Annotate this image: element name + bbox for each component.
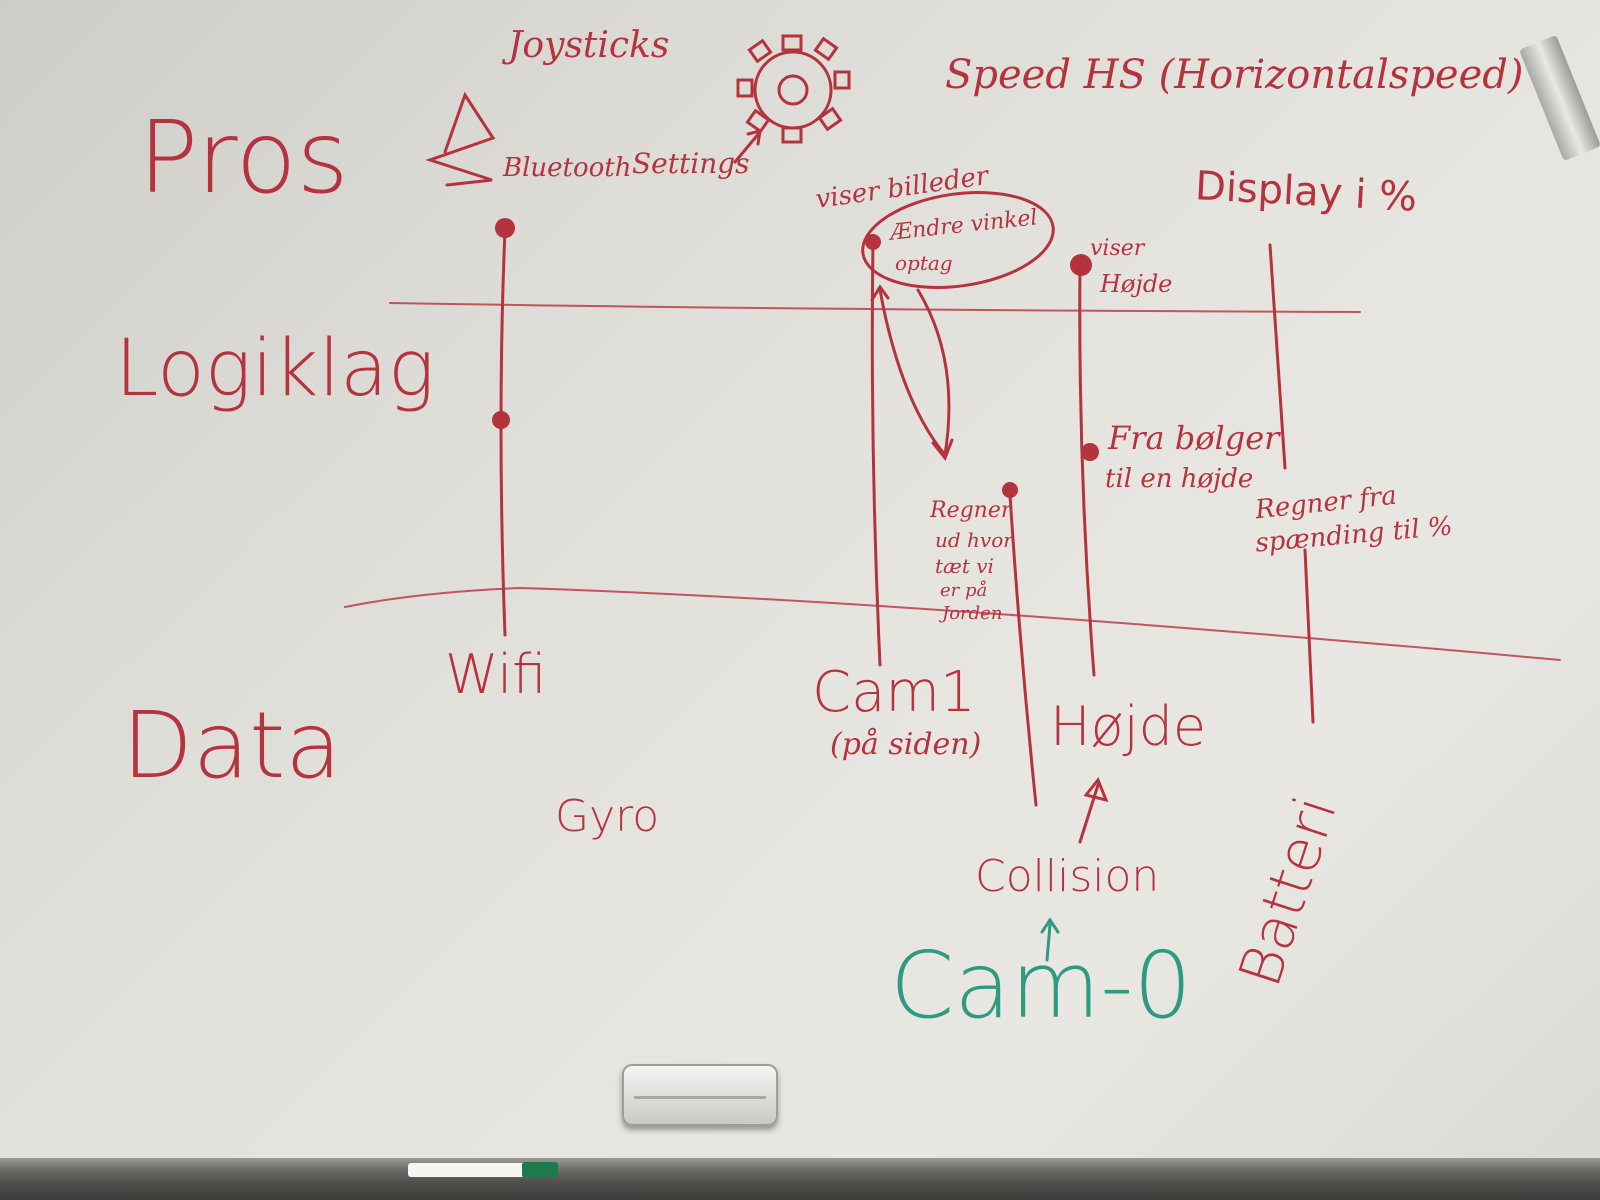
label-hojde: Højde (1050, 695, 1207, 758)
cam0-arrowhead (1040, 917, 1060, 934)
annotation-oval (861, 191, 1055, 289)
label-paa-siden: (på siden) (830, 727, 982, 762)
label-regner-5: Jorden (942, 603, 1003, 624)
eraser (622, 1064, 778, 1126)
bluetooth-icon (425, 91, 496, 187)
loop-arrow (878, 288, 951, 459)
hojde-arrow (1078, 783, 1100, 844)
label-regner-4: er på (940, 580, 988, 601)
label-viser-hojde: Højde (1100, 270, 1173, 298)
marker-cap (522, 1162, 558, 1178)
label-logiklag: Logiklag (115, 324, 435, 414)
marker-tray (0, 1158, 1600, 1200)
label-collision: Collision (975, 851, 1160, 902)
label-pros: Pros (138, 99, 349, 216)
label-display: Display i % (1193, 163, 1419, 221)
collision-line (1008, 493, 1038, 807)
node-dot (1070, 254, 1092, 276)
hojde-line (1078, 263, 1096, 677)
layer-divider-bottom (344, 586, 1561, 661)
label-bluetooth: Bluetooth (503, 153, 632, 183)
label-joysticks: Joysticks (508, 25, 670, 66)
label-settings: Settings (632, 147, 750, 180)
gear-icon (736, 34, 851, 144)
label-fra-bolger: Fra bølger (1108, 419, 1280, 457)
cam1-line (870, 240, 882, 667)
label-cam0: Cam-0 (890, 932, 1192, 1039)
marker (408, 1163, 556, 1177)
display-line (1268, 243, 1287, 470)
cam0-arrow (1045, 923, 1052, 962)
hojde-arrowhead (1083, 777, 1109, 803)
label-regner-1: Regner (930, 498, 1012, 523)
label-speed: Speed HS (Horizontalspeed) (945, 52, 1524, 98)
whiteboard (0, 0, 1600, 1158)
label-regner-3: tæt vi (935, 554, 994, 578)
label-gyro: Gyro (555, 791, 660, 842)
batteri-line (1303, 548, 1315, 724)
node-dot (865, 234, 881, 250)
label-wifi: Wifi (445, 643, 547, 706)
node-dot (1081, 443, 1099, 461)
label-til-en-hojde: til en højde (1105, 464, 1254, 494)
node-dot (492, 411, 510, 429)
settings-arrow (733, 130, 762, 164)
whiteboard-drawing (344, 34, 1561, 962)
label-optag: optag (895, 251, 953, 275)
node-dot (1002, 482, 1018, 498)
node-dot (495, 218, 515, 238)
label-cam1: Cam1 (812, 660, 976, 725)
label-data: Data (122, 692, 342, 799)
loop-arrowhead-top (870, 284, 890, 302)
loop-arrowhead (931, 438, 954, 461)
label-viser: viser (1090, 236, 1145, 261)
label-regner-2: ud hvor (935, 528, 1013, 552)
layer-divider-top (389, 302, 1361, 313)
wifi-line (499, 228, 507, 637)
